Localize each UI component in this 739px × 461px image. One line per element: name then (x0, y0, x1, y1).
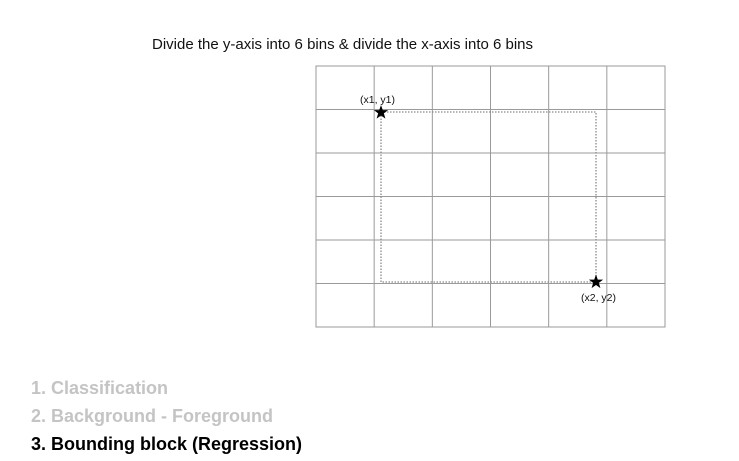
point-1-label: (x1, y1) (360, 94, 395, 106)
point-2-label: (x2, y2) (581, 292, 616, 304)
diagram-heading: Divide the y-axis into 6 bins & divide t… (152, 36, 534, 53)
step-bounding-block-regression: 3. Bounding block (Regression) (31, 434, 303, 454)
step-classification: 1. Classification (31, 378, 169, 398)
step-background-foreground: 2. Background - Foreground (31, 406, 274, 426)
star-icon (373, 105, 389, 119)
step-list: 1. Classification 2. Background - Foregr… (31, 374, 302, 458)
grid (315, 65, 666, 328)
star-icon (588, 274, 604, 289)
bounding-box-outline (380, 111, 597, 283)
